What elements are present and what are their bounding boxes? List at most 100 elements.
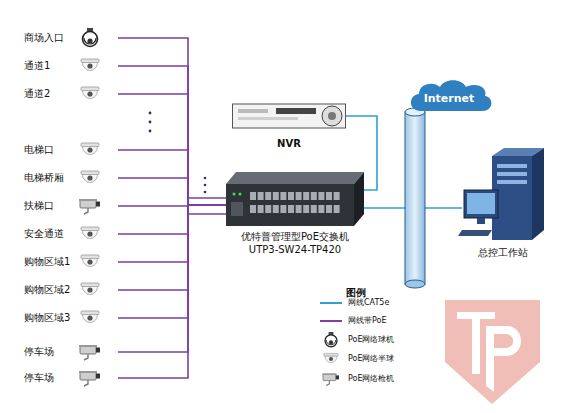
- poe-wire: [188, 197, 228, 199]
- camera-lens: [96, 202, 100, 207]
- cloud-label: Internet: [424, 92, 475, 105]
- poe-extra-wires: [188, 198, 228, 214]
- poe-cable: [118, 205, 226, 352]
- camera-icon: [78, 308, 102, 328]
- legend-text: PoE网络球机: [348, 334, 395, 346]
- camera-label: 商场入口: [24, 30, 64, 46]
- ws-node: 总控工作站: [462, 146, 544, 242]
- keyboard: [458, 230, 492, 236]
- camera-base: [81, 227, 99, 231]
- camera-hood: [79, 371, 97, 373]
- camera-dome: [83, 147, 98, 155]
- legend-line: [320, 320, 342, 322]
- switch-port: [296, 192, 302, 200]
- switch-port: [250, 205, 256, 213]
- camera-band: [84, 38, 96, 44]
- camera-lens: [87, 231, 92, 236]
- nvr-label: NVR: [172, 137, 406, 150]
- ellipsis-dot: [204, 191, 207, 194]
- poe-wire: [188, 213, 228, 215]
- ellipsis-dot: [149, 130, 152, 133]
- nvr-drawing: [232, 100, 346, 132]
- switch-port: [280, 192, 286, 200]
- camera-node: 安全通道: [18, 223, 118, 245]
- caption-group: NVR: [172, 137, 406, 150]
- camera-icon: [78, 368, 102, 388]
- ws-label: 总控工作站: [402, 246, 569, 259]
- camera-lens: [96, 348, 100, 353]
- camera-icon: [78, 224, 102, 244]
- camera-hood: [79, 199, 97, 201]
- camera-lens: [336, 375, 339, 379]
- camera-lens: [329, 357, 333, 361]
- nvr-slot: [238, 117, 298, 120]
- camera-base: [81, 255, 99, 259]
- camera-dome: [83, 259, 98, 267]
- camera-lens: [87, 63, 92, 68]
- camera-lens: [87, 38, 92, 43]
- camera-label: 购物区域2: [24, 282, 70, 298]
- legend-text: PoE网络半球: [348, 353, 395, 365]
- poe-cable: [118, 38, 226, 205]
- camera-bracket: [84, 380, 88, 386]
- camera-label: 通道1: [24, 58, 50, 74]
- backbone-tube: [405, 112, 425, 284]
- legend-line: [320, 302, 342, 304]
- watermark-shield: [445, 300, 540, 404]
- switch-port: [318, 205, 324, 213]
- watermark-stroke: [486, 326, 521, 392]
- camera-icon: [78, 140, 102, 160]
- camera-bracket: [84, 354, 88, 360]
- camera-ball: [325, 335, 337, 347]
- ws-drawing: [462, 146, 544, 242]
- camera-lens: [87, 259, 92, 264]
- switch-panel: [231, 202, 243, 216]
- cloud-shape: [411, 80, 491, 111]
- camera-label: 停车场: [24, 370, 54, 386]
- switch-port: [250, 192, 256, 200]
- poe-cable: [118, 66, 226, 205]
- camera-body: [80, 200, 96, 208]
- switch-port: [311, 205, 317, 213]
- camera-label: 购物区域1: [24, 254, 70, 270]
- switch-top: [226, 172, 364, 184]
- camera-bracket: [326, 381, 329, 386]
- switch-drawing: [226, 172, 364, 226]
- switch-label: 优特普管理型PoE交换机: [166, 230, 424, 243]
- camera-bracket: [84, 208, 88, 214]
- tower-bay: [497, 172, 527, 176]
- camera-node: 停车场: [18, 341, 118, 363]
- poe-cable: [118, 205, 226, 234]
- legend-title: 图例: [346, 286, 366, 300]
- switch-port: [273, 205, 279, 213]
- monitor: [464, 190, 498, 218]
- camera-body: [80, 346, 96, 354]
- tower-side: [532, 148, 544, 240]
- camera-base: [81, 311, 99, 315]
- camera-body: [323, 374, 336, 380]
- camera-ball: [83, 32, 98, 47]
- camera-dome: [83, 315, 98, 323]
- camera-icon: [78, 56, 102, 76]
- poe-cable: [118, 150, 226, 205]
- camera-node: 电梯口: [18, 139, 118, 161]
- camera-node: 购物区域3: [18, 307, 118, 329]
- legend-text: 网线带PoE: [348, 315, 387, 327]
- legend-sample: [318, 332, 344, 348]
- tower-bay: [497, 180, 527, 184]
- tower-bay: [497, 164, 527, 168]
- watermark-logo: [445, 300, 540, 404]
- switch-port: [303, 192, 309, 200]
- poe-cable: [118, 178, 226, 205]
- camera-icon: [78, 168, 102, 188]
- camera-icon: [78, 280, 102, 300]
- switch-led: [239, 193, 242, 196]
- camera-base: [81, 171, 99, 175]
- backbone-end: [405, 280, 425, 288]
- switch-port: [334, 205, 340, 213]
- camera-base: [324, 353, 338, 356]
- camera-icon: [78, 28, 102, 48]
- poe-cable: [118, 205, 226, 378]
- switch-port: [265, 205, 271, 213]
- camera-node: 商场入口: [18, 27, 118, 49]
